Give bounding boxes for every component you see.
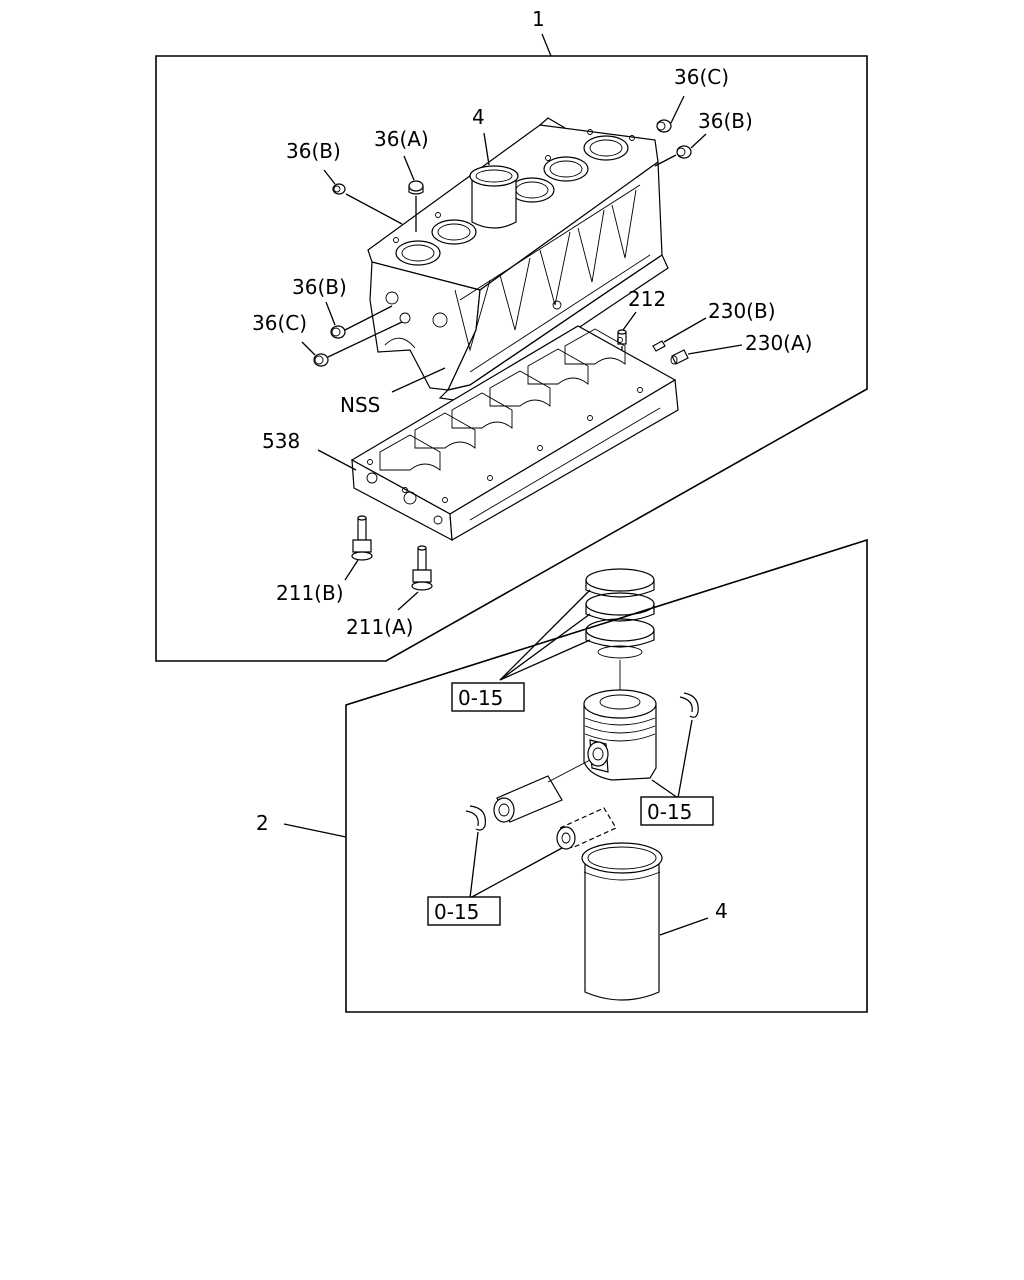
cylinder-liner-top — [469, 165, 519, 229]
cylinder-liner-bottom — [581, 842, 663, 1001]
bolt-211b — [351, 515, 373, 561]
plug-36b-top-right-callout: 36(B) — [698, 109, 753, 133]
bolt-211a-callout: 211(A) — [346, 615, 413, 639]
piston-pin — [493, 775, 617, 850]
plug-36a-leader — [403, 155, 415, 181]
plug-36c-top-leader — [670, 95, 685, 124]
plug-36c-top — [656, 119, 672, 133]
plug-36b-left-leader — [323, 169, 336, 185]
group-rings-box — [451, 682, 525, 712]
rings-leader-3 — [499, 639, 591, 681]
plug-36b-left-callout: 36(B) — [286, 139, 341, 163]
part-230a-callout: 230(A) — [745, 331, 812, 355]
liner-bottom-callout: 4 — [715, 899, 728, 923]
assembly-2-callout: 2 — [256, 811, 269, 835]
plug-36c-lower-leader2 — [327, 321, 403, 358]
assembly-1-callout: 1 — [532, 7, 545, 31]
part-230b — [652, 340, 666, 352]
part-538-leader — [317, 449, 357, 471]
nss-leader — [391, 367, 446, 393]
plug-36a — [408, 180, 424, 195]
nss-callout: NSS — [340, 393, 380, 417]
group-snap-left-label: 0-15 — [434, 900, 479, 924]
plug-36b-lower-callout: 36(B) — [292, 275, 347, 299]
part-230a-leader — [687, 344, 743, 355]
plug-36c-lower — [313, 353, 329, 367]
snap-left-leader-1 — [469, 831, 479, 899]
plug-36c-lower-callout: 36(C) — [252, 311, 307, 335]
rings-leader-1 — [499, 589, 591, 681]
assembly-2-leader — [283, 823, 347, 838]
rings-leader-2 — [499, 613, 591, 681]
group-snap-right-box — [640, 796, 714, 826]
plug-36b-top-right — [676, 145, 692, 159]
group-snap-right-label: 0-15 — [647, 800, 692, 824]
plug-36a-callout: 36(A) — [374, 127, 429, 151]
crankcase-538 — [350, 325, 679, 542]
piston-rings — [585, 568, 655, 659]
plug-36b-left — [332, 183, 346, 195]
plug-36b-lower-leader — [325, 301, 336, 326]
plug-36b-lower-leader2 — [344, 305, 393, 331]
plug-36b-top-right-leader — [690, 133, 707, 149]
part-212-callout: 212 — [628, 287, 666, 311]
liner-top-callout: 4 — [472, 105, 485, 129]
pin-axis-line — [547, 759, 591, 783]
part-538-callout: 538 — [262, 429, 300, 453]
plug-36b-left-leader2 — [345, 193, 403, 225]
bolt-211b-leader — [344, 559, 359, 581]
snap-left-leader-2 — [469, 847, 563, 899]
plug-36b-lower — [330, 325, 346, 339]
liner-top-leader — [483, 132, 490, 166]
assembly-1-frame — [155, 55, 868, 662]
assembly-2-frame — [345, 538, 868, 1013]
part-212-leader — [622, 311, 637, 331]
part-230b-callout: 230(B) — [708, 299, 776, 323]
snap-right-leader-2 — [651, 779, 679, 799]
bolt-211b-callout: 211(B) — [276, 581, 344, 605]
bolt-211a-leader — [397, 591, 419, 611]
snap-ring-right — [679, 692, 699, 718]
plug-36c-lower-leader — [301, 341, 316, 356]
plug-36b-top-right-leader2 — [654, 154, 677, 167]
snap-ring-left — [465, 805, 487, 831]
bolt-211a — [411, 545, 433, 591]
assembly-1-leader — [541, 33, 552, 57]
plug-36c-top-callout: 36(C) — [674, 65, 729, 89]
part-230a — [670, 349, 689, 365]
part-230b-leader — [663, 317, 707, 343]
group-rings-label: 0-15 — [458, 686, 503, 710]
piston — [583, 689, 657, 781]
group-snap-left-box — [427, 896, 501, 926]
liner-bottom-leader — [659, 917, 709, 936]
snap-right-leader-1 — [677, 719, 693, 799]
